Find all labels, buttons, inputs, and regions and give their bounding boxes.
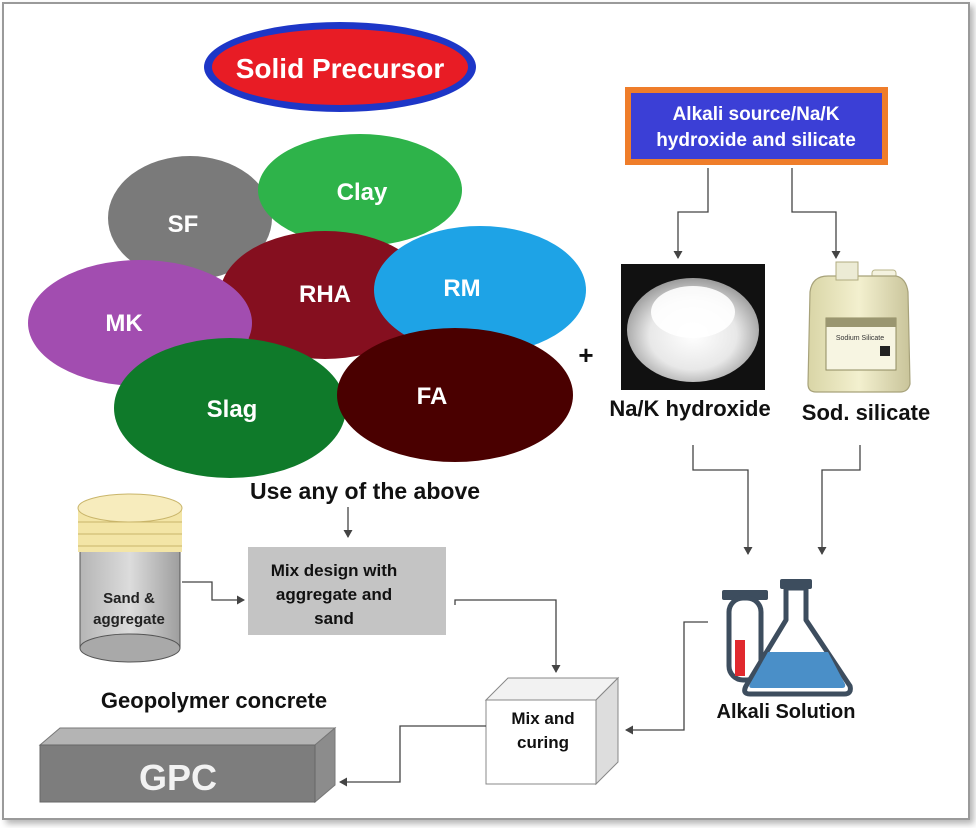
ellipse-rm xyxy=(374,226,586,354)
sand-line2: aggregate xyxy=(93,611,165,628)
alkali-source-line1: Alkali source/Na/K xyxy=(673,104,840,125)
plus-sign: + xyxy=(578,340,593,370)
mix-design-line1: Mix design with xyxy=(271,561,398,580)
ellipse-clay xyxy=(258,134,462,246)
sodium-silicate-image: Sodium Silicate xyxy=(807,261,911,393)
label-sf: SF xyxy=(168,211,199,238)
gpc-block: GPC xyxy=(38,726,337,804)
ellipse-sf xyxy=(108,156,272,280)
sand-line1: Sand & xyxy=(103,590,155,607)
sand-aggregate-jar: Sand & aggregate xyxy=(77,493,183,663)
curing-to-gpc-arrow xyxy=(339,725,486,787)
ellipse-slag xyxy=(114,338,346,478)
alkali-solution-image xyxy=(722,579,853,697)
alkali-source-box: Alkali source/Na/K hydroxide and silicat… xyxy=(625,87,888,165)
mix-curing-line2: curing xyxy=(517,733,569,752)
label-clay: Clay xyxy=(337,179,388,206)
sand-to-mix-arrow xyxy=(182,581,245,605)
precursor-cluster: SF Clay RHA RM MK Slag FA xyxy=(28,134,586,478)
geopolymer-label: Geopolymer concrete xyxy=(101,688,327,713)
label-slag: Slag xyxy=(207,396,258,423)
label-rha: RHA xyxy=(299,281,351,308)
ellipse-rha xyxy=(220,231,430,359)
silicate-label: Sod. silicate xyxy=(802,400,930,425)
use-any-label: Use any of the above xyxy=(250,478,480,504)
solution-to-curing-arrow xyxy=(625,621,708,735)
to-alkali-solution-arrows xyxy=(692,445,861,555)
mix-design-line3: sand xyxy=(314,609,354,628)
alkali-source-arrows xyxy=(673,168,841,259)
bottle-label-text: Sodium Silicate xyxy=(836,335,884,342)
label-rm: RM xyxy=(443,275,480,302)
mix-curing-line1: Mix and xyxy=(511,709,574,728)
label-mk: MK xyxy=(105,310,143,337)
alkali-source-line2: hydroxide and silicate xyxy=(656,130,856,151)
hydroxide-image xyxy=(621,264,765,390)
alkali-solution-label: Alkali Solution xyxy=(717,701,856,723)
mix-design-line2: aggregate and xyxy=(276,585,392,604)
ellipse-fa xyxy=(337,328,573,462)
solid-precursor-title: Solid Precursor xyxy=(204,22,476,112)
mix-curing-cube: Mix and curing xyxy=(484,676,620,786)
label-fa: FA xyxy=(417,383,448,410)
gpc-text: GPC xyxy=(139,757,217,798)
mix-design-to-curing-arrow xyxy=(454,599,561,673)
mix-design-box: Mix design with aggregate and sand xyxy=(248,547,446,635)
hydroxide-label: Na/K hydroxide xyxy=(609,396,770,421)
title-text: Solid Precursor xyxy=(236,53,445,84)
